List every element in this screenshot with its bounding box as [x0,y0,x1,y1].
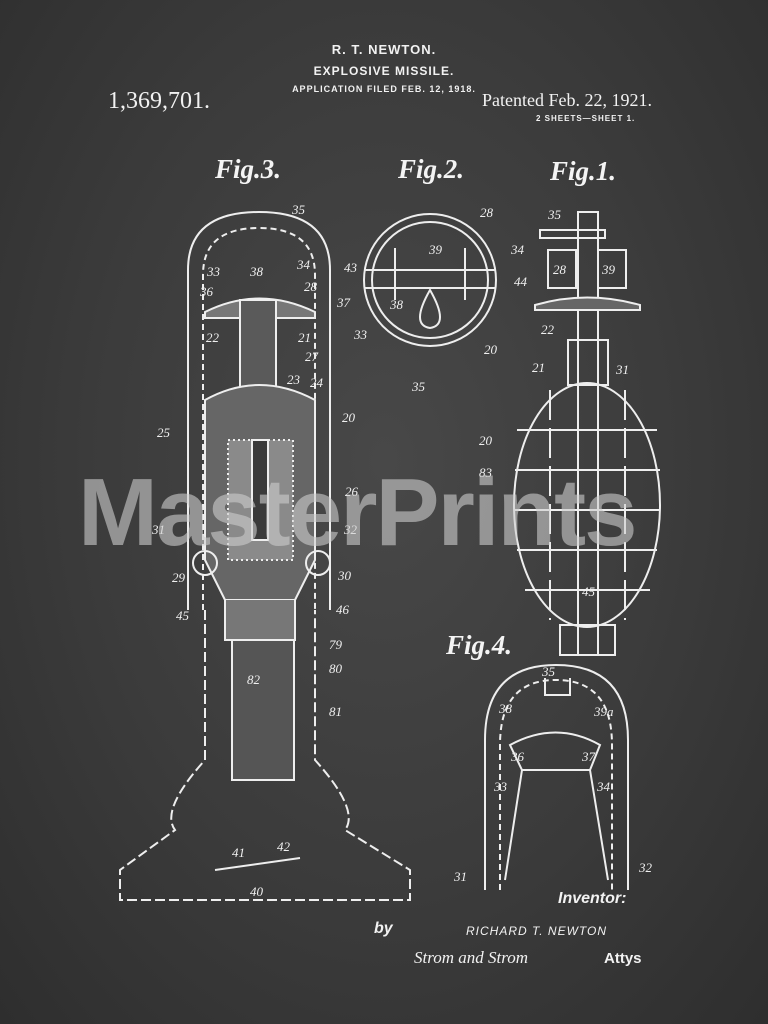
ref-label: 43 [344,260,358,275]
patent-number: 1,369,701. [108,88,210,114]
ref-label: 45 [582,584,596,599]
ref-label: 39 [428,242,443,257]
ref-label: 45 [176,608,190,623]
ref-label: 24 [310,375,324,390]
fig4-drawing [484,663,629,890]
ref-label: 21 [298,330,311,345]
fig2-title: Fig.2. [397,154,464,184]
ref-label: 82 [247,672,261,687]
ref-label: 79 [329,637,343,652]
ref-label: 25 [157,425,171,440]
ref-label: 80 [329,661,343,676]
sheets-info: 2 SHEETS—SHEET 1. [536,114,636,123]
ref-label: 33 [493,779,508,794]
ref-label: 46 [336,602,350,617]
inventor-signature: RICHARD T. NEWTON [466,924,608,938]
ref-label: 40 [250,884,264,899]
ref-label: 28 [304,279,318,294]
ref-label: 34 [596,779,611,794]
ref-label: 28 [553,262,567,277]
ref-label: 38 [498,701,513,716]
ref-label: 31 [453,869,467,884]
ref-label: 39 [601,262,616,277]
inventor-label: Inventor: [558,890,627,907]
ref-label: 28 [480,205,494,220]
header-application: APPLICATION FILED FEB. 12, 1918. [292,84,476,94]
ref-label: 36 [199,284,214,299]
fig2-drawing [363,213,497,347]
ref-label: 20 [342,410,356,425]
ref-label: 26 [345,484,359,499]
ref-label: 38 [389,297,404,312]
ref-label: 41 [232,845,245,860]
fig1-title: Fig.1. [549,156,616,186]
ref-label: 33 [206,264,221,279]
watermark: MasterPrints [78,459,638,566]
fig3-title: Fig.3. [214,154,281,184]
ref-label: 23 [287,372,301,387]
ref-label: 32 [638,860,653,875]
by-label: by [374,920,393,937]
ref-label: 27 [305,349,319,364]
ref-label: 33 [353,327,368,342]
ref-label: 81 [329,704,342,719]
ref-label: 38 [249,264,264,279]
ref-label: 35 [547,207,562,222]
ref-label: 35 [541,664,556,679]
ref-label: 21 [532,360,545,375]
fig3-drawing [119,210,411,901]
ref-label: 29 [172,570,186,585]
ref-label: 37 [336,295,351,310]
ref-label: 37 [581,749,596,764]
attorneys-signature: Strom and Strom [414,948,528,967]
ref-label: 22 [206,330,220,345]
header-title: EXPLOSIVE MISSILE. [313,64,455,78]
ref-label: 36 [510,749,525,764]
patented-date: Patented Feb. 22, 1921. [482,90,652,110]
ref-label: 34 [296,257,311,272]
ref-label: 22 [541,322,555,337]
ref-label: 20 [484,342,498,357]
fig1-drawing [513,211,661,656]
ref-label: 31 [615,362,629,377]
ref-label: 32 [343,522,358,537]
ref-label: 35 [291,202,306,217]
header-inventor: R. T. NEWTON. [331,42,437,57]
attys-label: Attys [604,950,642,967]
ref-label: 35 [411,379,426,394]
ref-label: 83 [479,465,493,480]
ref-label: 30 [337,568,352,583]
ref-label: 20 [479,433,493,448]
ref-label: 42 [277,839,291,854]
ref-label: 44 [514,274,528,289]
ref-label: 39a [593,704,614,719]
ref-label: 31 [151,522,165,537]
fig4-title: Fig.4. [445,630,512,660]
ref-label: 34 [510,242,525,257]
